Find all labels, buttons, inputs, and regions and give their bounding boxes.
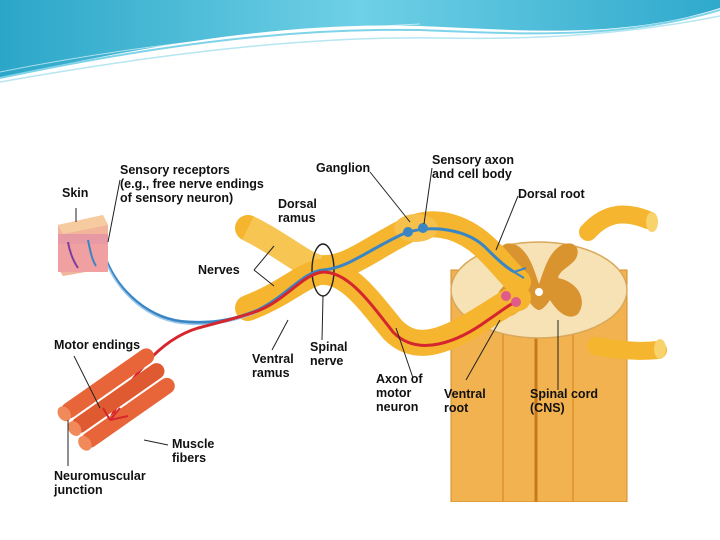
sensory-pathway	[104, 223, 527, 326]
label-dorsal-ramus: Dorsal ramus	[278, 197, 320, 225]
label-nerves: Nerves	[198, 263, 240, 277]
label-neuromuscular-junction: Neuromuscular junction	[53, 469, 149, 497]
skin-block-illustration	[58, 215, 108, 276]
label-motor-endings: Motor endings	[54, 338, 140, 352]
label-ganglion: Ganglion	[316, 161, 370, 175]
label-ventral-root: Ventral root	[444, 387, 489, 415]
label-spinal-nerve: Spinal nerve	[310, 340, 351, 368]
label-ventral-ramus: Ventral ramus	[252, 352, 297, 380]
spinal-nerve-diagram: Skin Sensory receptors (e.g., free nerve…	[53, 153, 667, 502]
spinal-cord-illustration	[450, 205, 667, 502]
label-sensory-axon: Sensory axon and cell body	[432, 153, 517, 181]
label-spinal-cord: Spinal cord (CNS)	[530, 387, 602, 415]
leader-lines	[67, 167, 559, 466]
motor-pathway	[108, 270, 521, 421]
slide-header-waves	[0, 0, 720, 83]
diagram-labels: Skin Sensory receptors (e.g., free nerve…	[53, 153, 602, 497]
label-skin: Skin	[62, 186, 88, 200]
label-sensory-receptors: Sensory receptors (e.g., free nerve endi…	[120, 163, 267, 205]
label-dorsal-root: Dorsal root	[518, 187, 586, 201]
label-muscle-fibers: Muscle fibers	[172, 437, 218, 465]
muscle-fibers-illustration	[57, 348, 175, 451]
label-axon-of-motor-neuron: Axon of motor neuron	[376, 372, 426, 414]
